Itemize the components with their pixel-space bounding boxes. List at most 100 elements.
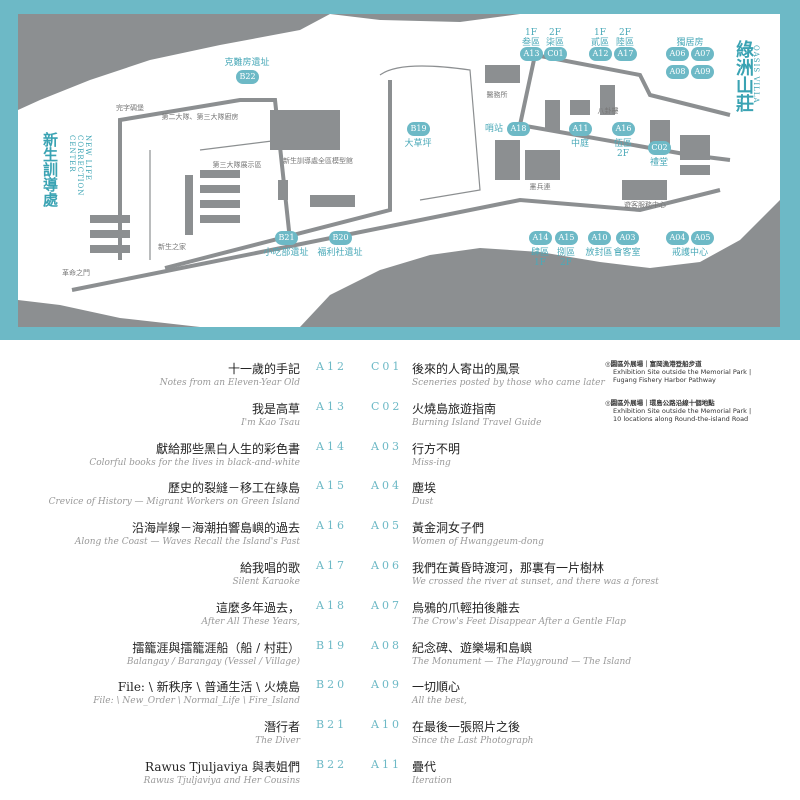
work-title-en: Along the Coast — Waves Recall the Islan… bbox=[74, 537, 300, 548]
work-code: A16 bbox=[316, 519, 347, 533]
land-top bbox=[330, 14, 520, 22]
work-title-zh: 後來的人寄出的風景 bbox=[412, 362, 521, 376]
label-visitor: 遊客服務中心 bbox=[624, 201, 666, 209]
work-title-zh: 擂籠涯與擂籠涯船（船 / 村莊） bbox=[132, 640, 300, 655]
work-code: B21 bbox=[316, 718, 348, 732]
note-en: 10 locations along Round-the-island Road bbox=[613, 415, 749, 423]
label-gate: 革命之門 bbox=[62, 269, 90, 277]
label-display: 第三大隊展示區 bbox=[212, 161, 262, 169]
work-title-zh: 行方不明 bbox=[412, 441, 461, 456]
label-model: 新生訓導處全區模型館 bbox=[283, 157, 353, 165]
work-code: A03 bbox=[371, 439, 402, 453]
work-code: A04 bbox=[371, 479, 402, 493]
label-guard: 戒護中心 bbox=[671, 248, 709, 258]
pin-c02[interactable]: C02 bbox=[648, 141, 671, 155]
work-code: A18 bbox=[316, 598, 347, 612]
list-row: Rawus Tjuljaviya 與表姐們 Rawus Tjuljaviya a… bbox=[0, 758, 800, 798]
pin-a18[interactable]: A18 bbox=[507, 122, 530, 136]
work-title-zh: 黃金洞女子們 bbox=[412, 521, 485, 536]
work-title-en: Burning Island Travel Guide bbox=[412, 417, 542, 428]
work-code: B20 bbox=[316, 678, 348, 692]
pin-c01[interactable]: C01 bbox=[544, 47, 567, 61]
buildings bbox=[90, 65, 710, 253]
work-title-zh: 紀念碑、遊樂場和島嶼 bbox=[412, 640, 533, 655]
pin-a17[interactable]: A17 bbox=[614, 47, 637, 61]
pin-a05[interactable]: A05 bbox=[691, 231, 714, 245]
work-code: A15 bbox=[316, 479, 347, 493]
label-courtyard: 中庭 bbox=[570, 139, 590, 149]
work-title-en: The Monument — The Playground — The Isla… bbox=[412, 656, 632, 667]
pin-b21[interactable]: B21 bbox=[275, 231, 298, 245]
pin-a08[interactable]: A08 bbox=[666, 65, 689, 79]
label-zone-7: 2F 柒區 bbox=[545, 28, 564, 48]
work-title-en: After All These Years, bbox=[201, 616, 300, 627]
pin-a14[interactable]: A14 bbox=[529, 231, 552, 245]
work-title-zh: File: \ 新秩序 \ 普通生活 \ 火燒島 bbox=[117, 680, 300, 695]
list-row: File: \ 新秩序 \ 普通生活 \ 火燒島 File: \ New_Ord… bbox=[0, 678, 800, 718]
label-bunker: 完字碉堡 bbox=[116, 104, 144, 112]
label-yard: 放封區 bbox=[585, 248, 613, 258]
work-code: C02 bbox=[371, 399, 403, 413]
label-b21: 小吃部遺址 bbox=[263, 248, 309, 258]
pin-a04[interactable]: A04 bbox=[666, 231, 689, 245]
label-mp: 憲兵連 bbox=[529, 183, 551, 191]
work-title-zh: 在最後一張照片之後 bbox=[412, 720, 521, 735]
pin-b22[interactable]: B22 bbox=[236, 70, 259, 84]
pin-b20[interactable]: B20 bbox=[329, 231, 352, 245]
pin-a15[interactable]: A15 bbox=[555, 231, 578, 245]
work-title-zh: 十一歲的手記 bbox=[227, 362, 300, 376]
pin-a06[interactable]: A06 bbox=[666, 47, 689, 61]
work-code: A11 bbox=[371, 758, 402, 771]
label-sentry: 哨站 bbox=[484, 124, 504, 134]
work-title-en: Dust bbox=[412, 497, 434, 508]
label-hall: 禮堂 bbox=[649, 158, 669, 168]
work-title-zh: 我們在黃昏時渡河，那裏有一片樹林 bbox=[412, 561, 605, 575]
pin-a09[interactable]: A09 bbox=[691, 65, 714, 79]
work-code: A07 bbox=[371, 598, 402, 612]
pin-b19[interactable]: B19 bbox=[407, 122, 430, 136]
work-code: A09 bbox=[371, 678, 402, 692]
work-title-en: Crevice of History — Migrant Workers on … bbox=[48, 497, 300, 508]
label-bagua: 八卦樓 bbox=[597, 107, 619, 115]
work-code: A06 bbox=[371, 559, 402, 572]
label-solitary: 獨居房 bbox=[676, 38, 704, 48]
label-zone-6: 2F 陸區 bbox=[615, 28, 634, 48]
pin-a07[interactable]: A07 bbox=[691, 47, 714, 61]
work-title-en: Women of Hwanggeum-dong bbox=[412, 537, 544, 548]
work-title-zh: 這麼多年過去， bbox=[215, 600, 300, 615]
pin-a13[interactable]: A13 bbox=[520, 47, 543, 61]
map-canvas bbox=[18, 14, 780, 327]
pin-a11[interactable]: A11 bbox=[569, 122, 592, 136]
work-title-en: The Crow's Feet Disappear After a Gentle… bbox=[412, 616, 626, 627]
work-title-en: Iteration bbox=[412, 776, 452, 786]
label-b22: 克難房遺址 bbox=[224, 58, 270, 68]
work-title-en: We crossed the river at sunset, and ther… bbox=[412, 577, 659, 587]
list-row: 這麼多年過去， After All These Years, A18 A07 烏… bbox=[0, 599, 800, 639]
work-title-en: Silent Karaoke bbox=[232, 577, 300, 587]
pin-a16[interactable]: A16 bbox=[612, 122, 635, 136]
work-title-zh: Rawus Tjuljaviya 與表姐們 bbox=[145, 760, 300, 774]
note-en: Fugang Fishery Harbor Pathway bbox=[613, 376, 716, 384]
label-zone-8: 捌區 2F bbox=[556, 248, 575, 268]
label-zone-3: 1F 叁區 bbox=[521, 28, 540, 48]
new-life-en: NEW LIFE CORRECTION CENTER bbox=[68, 135, 92, 197]
work-title-zh: 一切順心 bbox=[412, 680, 461, 695]
site-map: 綠洲山莊 OASIS VILLA 新生訓導處 NEW LIFE CORRECTI… bbox=[0, 0, 800, 340]
list-row: 歷史的裂縫－移工在綠島 Crevice of History — Migrant… bbox=[0, 479, 800, 519]
pin-a10[interactable]: A10 bbox=[588, 231, 611, 245]
work-title-zh: 潛行者 bbox=[263, 720, 300, 735]
work-code: C01 bbox=[371, 360, 403, 373]
pin-a03[interactable]: A03 bbox=[616, 231, 639, 245]
work-title-en: I'm Kao Tsau bbox=[241, 417, 300, 428]
note-zh: ◎園區外展場｜富岡漁港登船步道 bbox=[605, 360, 702, 368]
work-code: A12 bbox=[316, 360, 347, 373]
list-row: 擂籠涯與擂籠涯船（船 / 村莊） Balangay / Barangay (Ve… bbox=[0, 639, 800, 679]
list-row: 潛行者 The Diver B21 A10 在最後一張照片之後 Since th… bbox=[0, 718, 800, 758]
note-zh: ◎園區外展場｜環島公路沿線十個地點 bbox=[605, 399, 715, 407]
work-title-en: Since the Last Photograph bbox=[412, 736, 534, 747]
pin-a12[interactable]: A12 bbox=[589, 47, 612, 61]
work-code: A05 bbox=[371, 519, 402, 533]
note-offsite-1: ◎園區外展場｜富岡漁港登船步道 Exhibition Site outside … bbox=[605, 360, 751, 384]
list-row: 給我唱的歌 Silent Karaoke A17 A06 我們在黃昏時渡河，那裏… bbox=[0, 559, 800, 599]
label-zone-5: 伍區 2F bbox=[613, 139, 632, 159]
